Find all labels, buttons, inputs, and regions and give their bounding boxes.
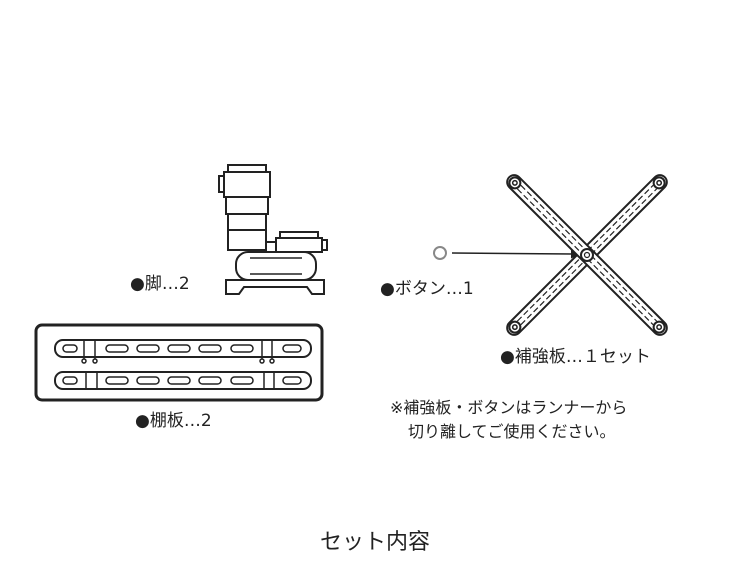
set-contents-caption: セット内容 — [319, 530, 430, 555]
button-part-icon — [433, 246, 447, 260]
reinforcement-brace-drawing — [506, 174, 668, 336]
brace-label: ●補強板…１セット — [500, 347, 651, 367]
note-line-1: ※補強板・ボタンはランナーから — [390, 398, 628, 417]
pointer-arrow — [451, 249, 581, 259]
note-line-2: 切り離してご使用ください。 — [408, 422, 616, 441]
button-label: ●ボタン…1 — [380, 279, 474, 299]
shelf-label: ●棚板…2 — [135, 411, 212, 431]
leg-label: ●脚…2 — [130, 274, 190, 294]
shelf-board-drawing — [34, 323, 324, 402]
leg-drawing — [218, 164, 328, 295]
